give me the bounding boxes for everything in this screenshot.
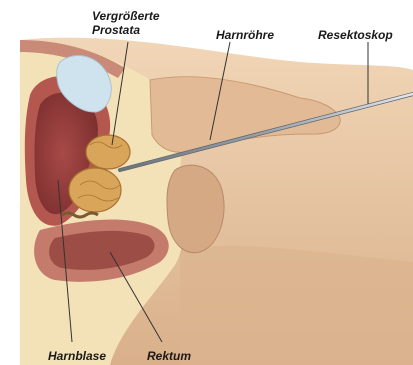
label-bladder: Harnblase: [48, 349, 106, 363]
thigh-shadow: [180, 246, 413, 365]
scrotum: [167, 165, 224, 252]
label-resectoscope: Resektoskop: [318, 28, 393, 42]
label-prostata-line1: Vergrößerte: [92, 9, 160, 23]
label-rectum: Rektum: [147, 349, 191, 363]
label-prostata-line2: Prostata: [92, 23, 160, 37]
label-enlarged-prostate: Vergrößerte Prostata: [92, 9, 160, 37]
label-urethra: Harnröhre: [216, 28, 274, 42]
